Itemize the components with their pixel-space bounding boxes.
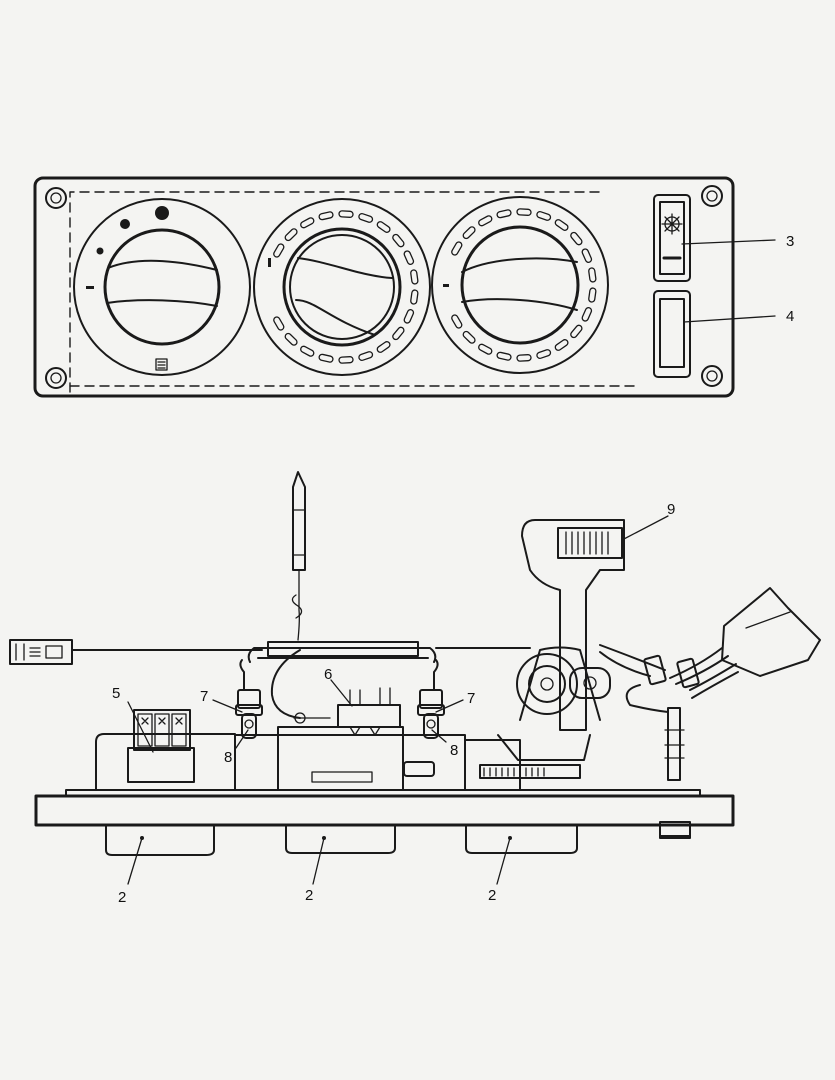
scale-segment [358, 213, 374, 223]
scale-segment [376, 341, 391, 353]
panel-screw-top-right [701, 185, 723, 207]
scale-segment [403, 250, 415, 265]
scale-segment [570, 324, 583, 339]
fan-level-2-dot [120, 219, 130, 229]
vacuum-valve-left [235, 659, 263, 739]
scale-segment [403, 309, 415, 324]
air-distribution-lever [479, 519, 625, 779]
scale-segment [588, 287, 597, 303]
rear-window-heater-switch [653, 194, 691, 282]
scale-segment [554, 339, 569, 351]
fan-level-1-dot [96, 247, 104, 255]
control-unit-assembly [9, 471, 821, 885]
micro-switch [337, 687, 401, 736]
callout-3: 3 [786, 233, 794, 250]
temperature-knob [253, 198, 431, 376]
scale-segment [581, 307, 593, 322]
scale-segment [284, 228, 298, 242]
scale-segment [570, 231, 583, 246]
scale-segment [478, 215, 493, 227]
scale-segment [554, 219, 569, 231]
scale-segment [392, 233, 405, 248]
callout-8-right: 8 [450, 742, 458, 759]
scale-segment [478, 343, 493, 355]
scale-segment [536, 211, 552, 221]
knob-housing-2 [285, 824, 396, 854]
callout-9: 9 [667, 501, 675, 518]
front-panel [33, 176, 776, 398]
scale-segment [300, 345, 315, 357]
callout-4: 4 [786, 308, 794, 325]
right-wire-harness [599, 587, 821, 781]
left-housing [95, 733, 236, 791]
recirculation-symbol [155, 358, 168, 371]
knob-housing-3 [465, 824, 578, 854]
scale-segment [496, 209, 512, 219]
scale-segment [581, 248, 593, 263]
panel-screw-bottom-left [45, 367, 67, 389]
panel-screw-top-left [45, 187, 67, 209]
scale-segment [273, 243, 285, 258]
callout-2-middle: 2 [305, 887, 313, 904]
scale-segment [462, 330, 476, 344]
fan-off-mark [86, 286, 94, 289]
scale-segment [496, 351, 512, 361]
knob-housing-1 [105, 824, 215, 856]
callout-6: 6 [324, 666, 332, 683]
callout-8-left: 8 [224, 749, 232, 766]
air-distribution-knob [431, 196, 609, 374]
scale-segment [300, 217, 315, 229]
air-conditioning-switch [653, 290, 691, 378]
scale-segment [516, 208, 532, 216]
multi-pin-connector [721, 587, 821, 677]
scale-segment [376, 221, 391, 233]
callout-2-left: 2 [118, 889, 126, 906]
scale-segment [358, 351, 374, 361]
scale-segment [318, 211, 334, 221]
scale-segment [451, 241, 463, 256]
fan-switch-connector [127, 709, 195, 783]
scale-segment [284, 332, 298, 346]
scale-segment [451, 314, 463, 329]
scale-segment [588, 267, 597, 283]
scale-segment [273, 316, 285, 331]
thermostat-body [277, 726, 404, 791]
fan-speed-knob [73, 198, 251, 376]
scale-segment [536, 349, 552, 359]
scale-segment [392, 326, 405, 341]
callout-5: 5 [112, 685, 120, 702]
scale-segment [410, 269, 419, 285]
callout-2-right: 2 [488, 887, 496, 904]
scale-segment [318, 353, 334, 363]
callout-7-right: 7 [467, 690, 475, 707]
callout-7-left: 7 [200, 688, 208, 705]
scale-segment [462, 226, 476, 240]
scale-segment [338, 356, 354, 364]
scale-segment [338, 210, 354, 218]
vacuum-valve-right [417, 659, 445, 739]
scale-segment [516, 354, 532, 362]
callout-labels: 3 4 5 6 7 7 8 8 9 2 2 2 [112, 233, 794, 906]
panel-screw-bottom-right [701, 365, 723, 387]
fan-level-3-dot [155, 206, 169, 220]
left-wire-connector [9, 639, 263, 665]
temperature-sensor-probe [291, 471, 306, 641]
scale-segment [410, 289, 419, 305]
